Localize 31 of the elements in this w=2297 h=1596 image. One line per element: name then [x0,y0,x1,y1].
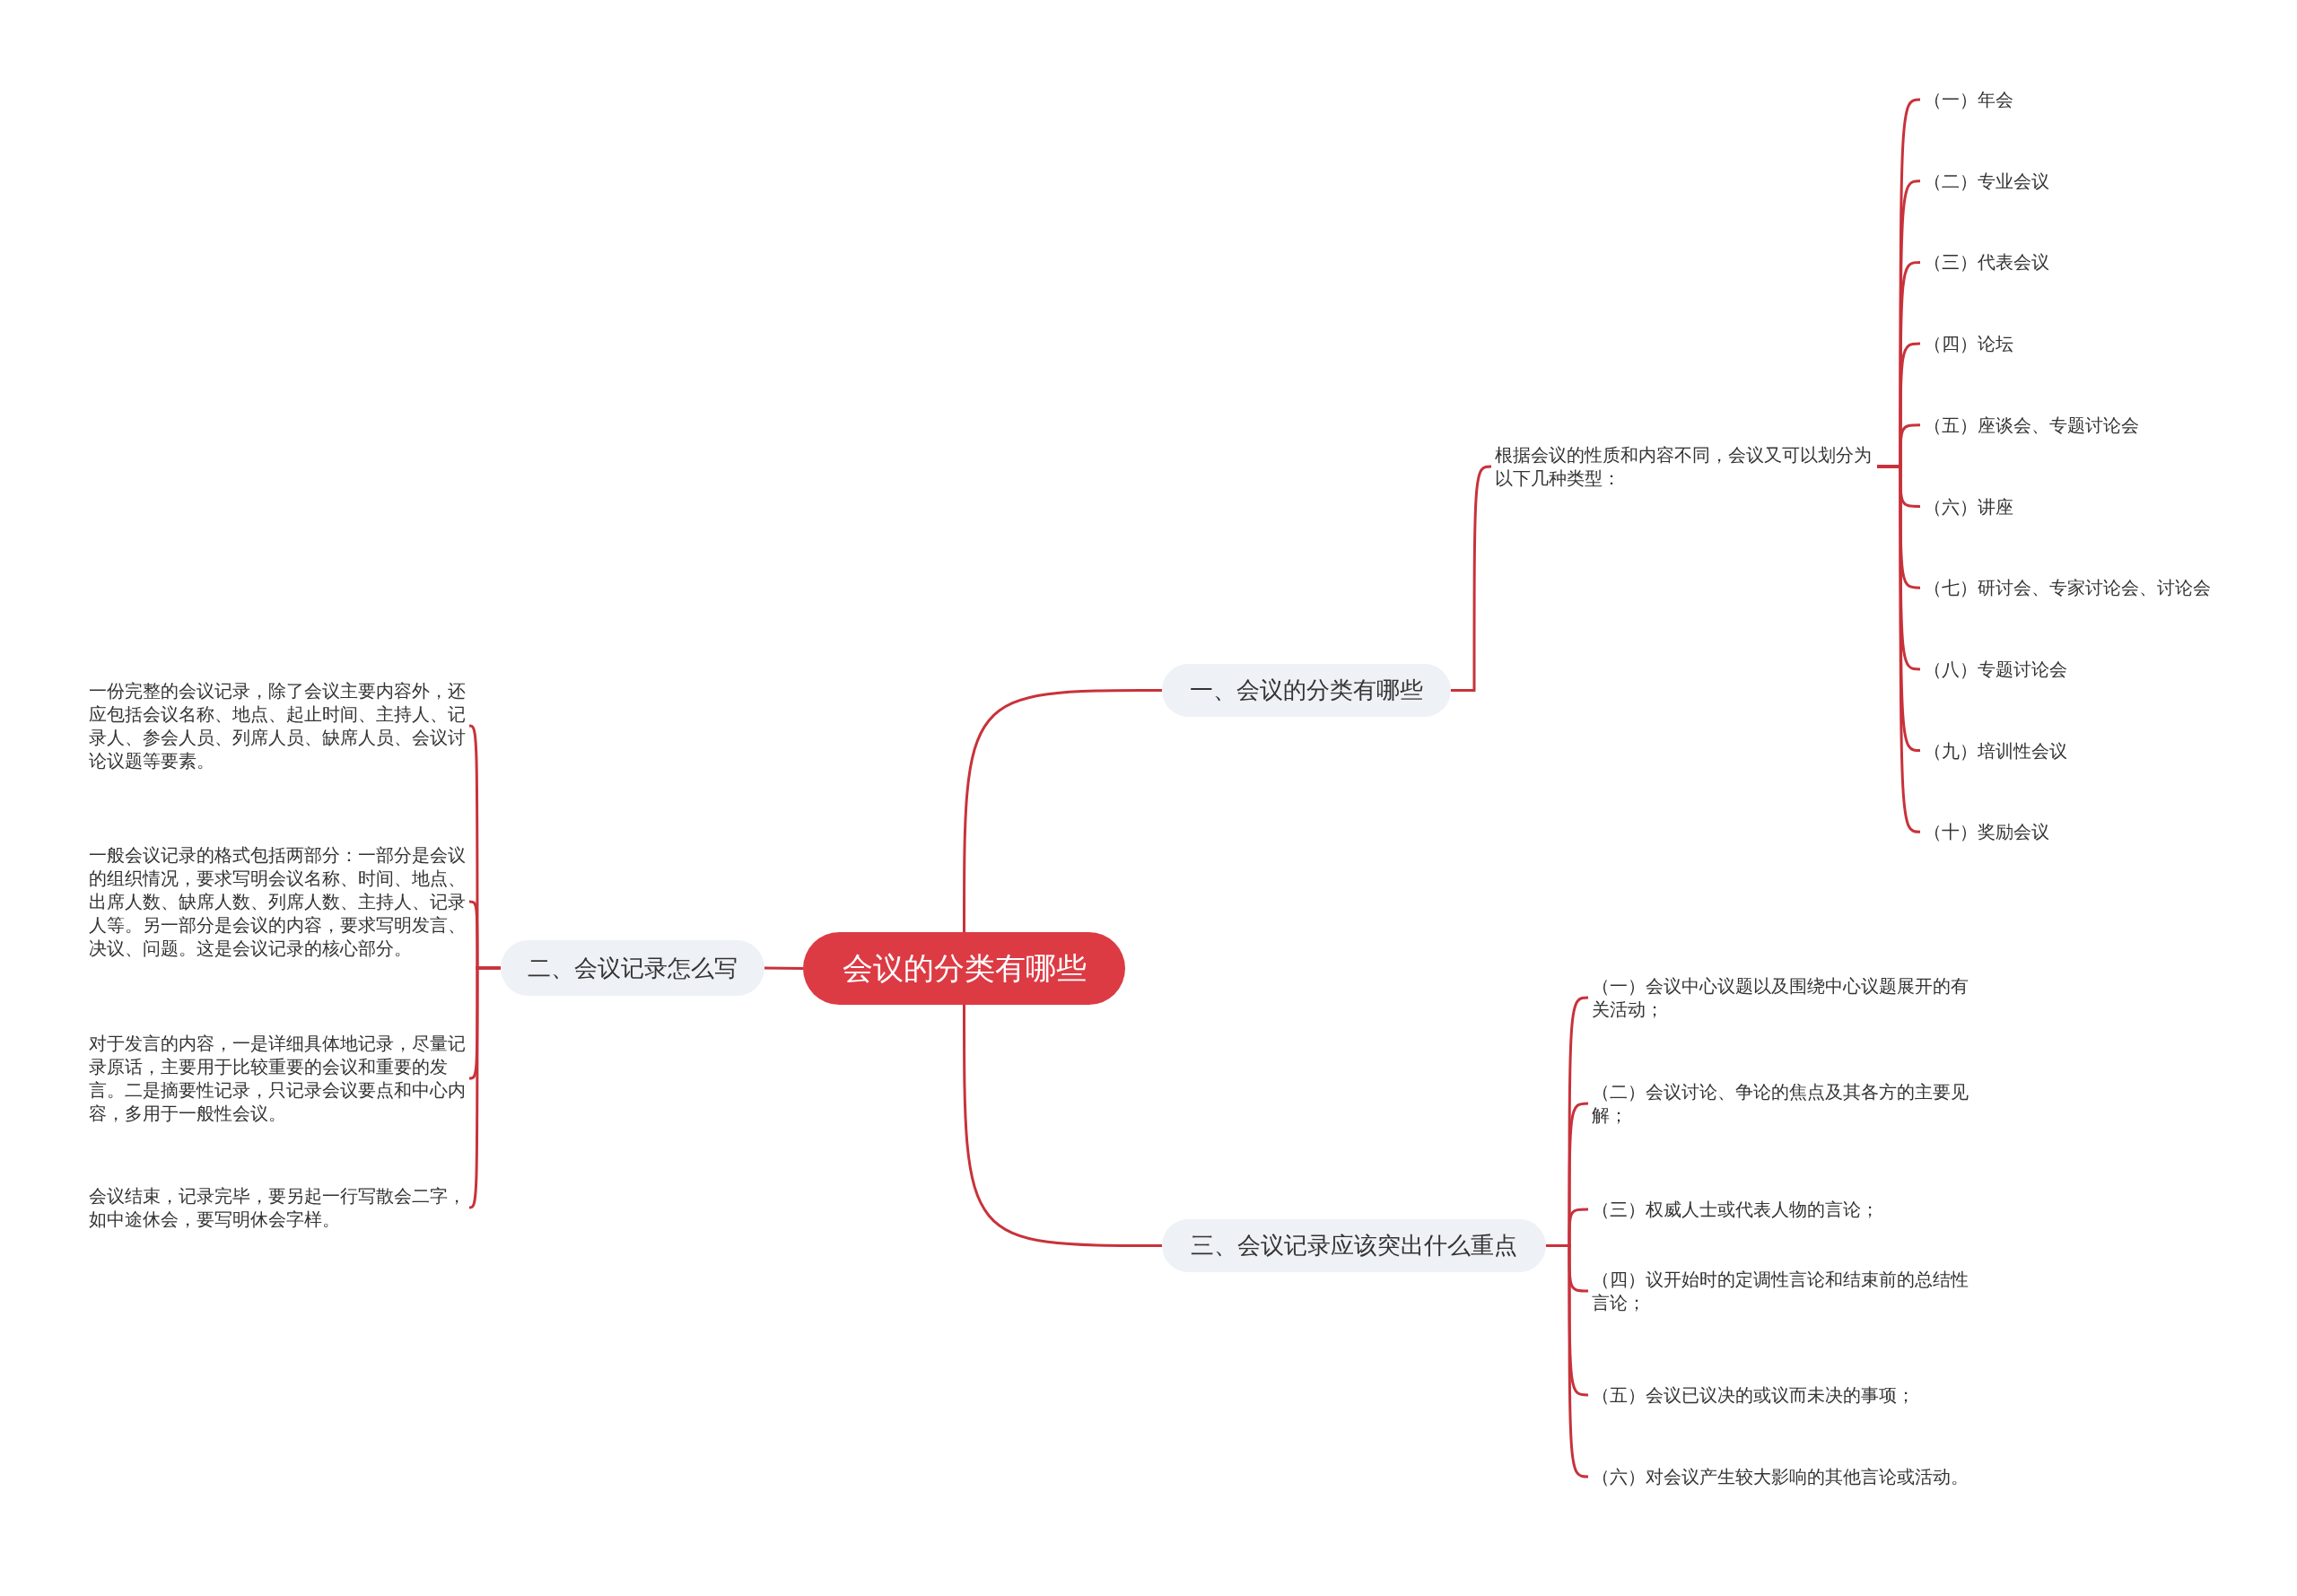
topic-text: 根据会议的性质和内容不同，会议又可以划分为以下几种类型： [1491,440,1877,493]
topic-text: （二）专业会议 [1920,166,2279,196]
topic-text: （四）议开始时的定调性言论和结束前的总结性言论； [1588,1266,1983,1316]
topic-text: （一）年会 [1920,85,2279,114]
topic-text: （六）讲座 [1920,492,2279,521]
topic-pill: 一、会议的分类有哪些 [1162,664,1451,717]
topic-text: 一份完整的会议记录，除了会议主要内容外，还应包括会议名称、地点、起止时间、主持人、记录人、参会人员、列席人员、缺席人员、会议讨论议题等要素。 [85,677,469,774]
topic-text: （三）代表会议 [1920,248,2279,277]
topic-text: （五）会议已议决的或议而未决的事项； [1588,1382,1983,1408]
topic-text: （一）会议中心议题以及围绕中心议题展开的有关活动； [1588,972,1983,1023]
topic-text: 对于发言的内容，一是详细具体地记录，尽量记录原话，主要用于比较重要的会议和重要的发言。二是摘要性记录，只记录会议要点和中心内容，多用于一般性会议。 [85,1030,469,1127]
topic-text: （四）论坛 [1920,329,2279,359]
connector-line [1546,1244,1589,1478]
topic-text: （七）研讨会、专家讨论会、讨论会 [1920,573,2279,603]
connector-line [1451,465,1492,692]
connector-line [963,689,1162,932]
topic-text: （八）专题讨论会 [1920,654,2279,684]
connector-line [963,1005,1162,1247]
central-topic: 会议的分类有哪些 [803,932,1125,1005]
connector-line [764,966,803,970]
topic-pill: 三、会议记录应该突出什么重点 [1162,1219,1546,1272]
topic-text: 会议结束，记录完毕，要另起一行写散会二字，如中途休会，要写明休会字样。 [85,1182,469,1233]
topic-text: （五）座谈会、专题讨论会 [1920,410,2279,440]
topic-text: （十）奖励会议 [1920,817,2279,847]
topic-text: （三）权威人士或代表人物的言论； [1588,1196,1983,1223]
topic-text: （二）会议讨论、争论的焦点及其各方的主要见解； [1588,1078,1983,1129]
topic-text: （六）对会议产生较大影响的其他言论或活动。 [1588,1452,1983,1502]
topic-text: 一般会议记录的格式包括两部分：一部分是会议的组织情况，要求写明会议名称、时间、地点、出席人数、缺席人数、列席人数、主持人、记录人等。另一部分是会议的内容，要求写明发言、决议、问题。这是会议记录的核心部分。 [85,830,469,973]
topic-text: （九）培训性会议 [1920,736,2279,765]
connector-line [468,966,501,1209]
topic-pill: 二、会议记录怎么写 [501,940,764,996]
